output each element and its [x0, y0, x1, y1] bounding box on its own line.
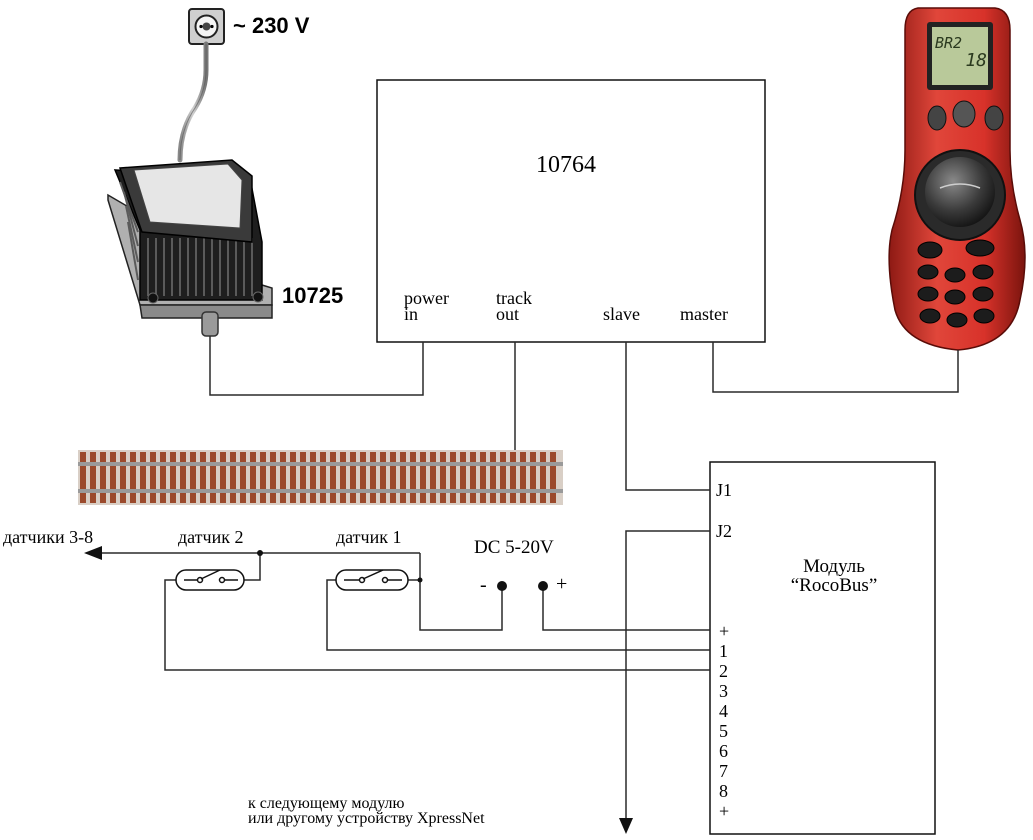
- track-sleeper: [270, 452, 276, 503]
- track-sleeper: [400, 452, 406, 503]
- sensor2-reed-switch-icon: [175, 569, 245, 591]
- port-power-in-label: power in: [404, 288, 449, 324]
- track-sleeper: [120, 452, 126, 503]
- track-sleeper: [240, 452, 246, 503]
- rocobus-module-box: [709, 461, 936, 835]
- module-pin-9: 8: [719, 781, 728, 801]
- module-pin-4: 3: [719, 681, 728, 701]
- track-sleeper: [300, 452, 306, 503]
- port-track-out-label: track out: [496, 288, 532, 324]
- track-sleeper: [230, 452, 236, 503]
- handset-display-text: BR2 18: [935, 34, 987, 71]
- track-sleeper: [110, 452, 116, 503]
- track-rail: [78, 462, 563, 466]
- port-slave-label: slave: [603, 304, 640, 324]
- track-sleeper: [370, 452, 376, 503]
- arrow-left-icon: [84, 546, 102, 560]
- module-pin-7: 6: [719, 741, 728, 761]
- track-sleeper: [80, 452, 86, 503]
- track-sleeper: [430, 452, 436, 503]
- track-sleeper: [200, 452, 206, 503]
- next-device-label: к следующему модулю или другому устройст…: [248, 795, 485, 827]
- track-sleeper: [150, 452, 156, 503]
- track-sleeper: [480, 452, 486, 503]
- module-pin-1: +: [719, 621, 730, 641]
- module-pin-8: 7: [719, 761, 728, 781]
- command-station-title: 10764: [536, 152, 596, 178]
- track-icon: [78, 450, 563, 505]
- module-pin-3: 2: [719, 661, 728, 681]
- track-sleeper: [470, 452, 476, 503]
- mains-voltage-label: ~ 230 V: [233, 13, 310, 38]
- module-pin-10: +: [719, 801, 730, 821]
- transformer-10725-icon: [107, 159, 273, 337]
- track-sleeper: [390, 452, 396, 503]
- track-sleeper: [210, 452, 216, 503]
- track-sleeper: [90, 452, 96, 503]
- track-sleeper: [280, 452, 286, 503]
- track-sleeper: [290, 452, 296, 503]
- track-sleeper: [170, 452, 176, 503]
- track-sleeper: [490, 452, 496, 503]
- module-title: Модуль “RocoBus”: [790, 556, 878, 596]
- module-pin-6: 5: [719, 721, 728, 741]
- track-sleeper: [530, 452, 536, 503]
- track-sleeper: [350, 452, 356, 503]
- track-sleeper: [550, 452, 556, 503]
- track-sleeper: [520, 452, 526, 503]
- module-pin-5: 4: [719, 701, 728, 721]
- track-sleeper: [320, 452, 326, 503]
- dc-supply-label: DC 5-20V: [474, 537, 554, 558]
- track-sleeper: [500, 452, 506, 503]
- sensor1-reed-switch-icon: [335, 569, 409, 591]
- track-sleeper: [260, 452, 266, 503]
- sensor2-label: датчик 2: [178, 527, 244, 547]
- track-sleeper: [100, 452, 106, 503]
- track-sleeper: [180, 452, 186, 503]
- track-sleeper: [340, 452, 346, 503]
- mains-plug-icon: [188, 8, 225, 45]
- track-sleeper: [140, 452, 146, 503]
- track-sleeper: [540, 452, 546, 503]
- track-rail: [78, 489, 563, 493]
- track-sleeper: [360, 452, 366, 503]
- module-j1-label: J1: [716, 480, 733, 500]
- track-sleeper: [450, 452, 456, 503]
- dc-plus-terminal: [538, 581, 548, 591]
- module-pin-2: 1: [719, 641, 728, 661]
- arrow-down-icon: [619, 818, 633, 834]
- track-sleeper: [460, 452, 466, 503]
- track-sleeper: [410, 452, 416, 503]
- track-sleeper: [130, 452, 136, 503]
- dc-minus-label: -: [480, 574, 487, 596]
- track-sleeper: [310, 452, 316, 503]
- port-master-label: master: [680, 304, 728, 324]
- sensor1-label: датчик 1: [336, 527, 402, 547]
- track-sleeper: [190, 452, 196, 503]
- module-j2-label: J2: [716, 521, 733, 541]
- dc-minus-terminal: [497, 581, 507, 591]
- track-sleeper: [220, 452, 226, 503]
- command-station-box: [376, 79, 766, 343]
- mains-cable: [177, 41, 209, 163]
- track-sleeper: [440, 452, 446, 503]
- track-sleeper: [510, 452, 516, 503]
- transformer-label: 10725: [282, 283, 344, 308]
- track-sleeper: [380, 452, 386, 503]
- track-sleeper: [250, 452, 256, 503]
- track-sleeper: [330, 452, 336, 503]
- track-sleeper: [160, 452, 166, 503]
- dc-plus-label: +: [556, 573, 568, 595]
- track-sleeper: [420, 452, 426, 503]
- sensors-3-8-label: датчики 3-8: [3, 527, 94, 547]
- wires: [100, 336, 959, 818]
